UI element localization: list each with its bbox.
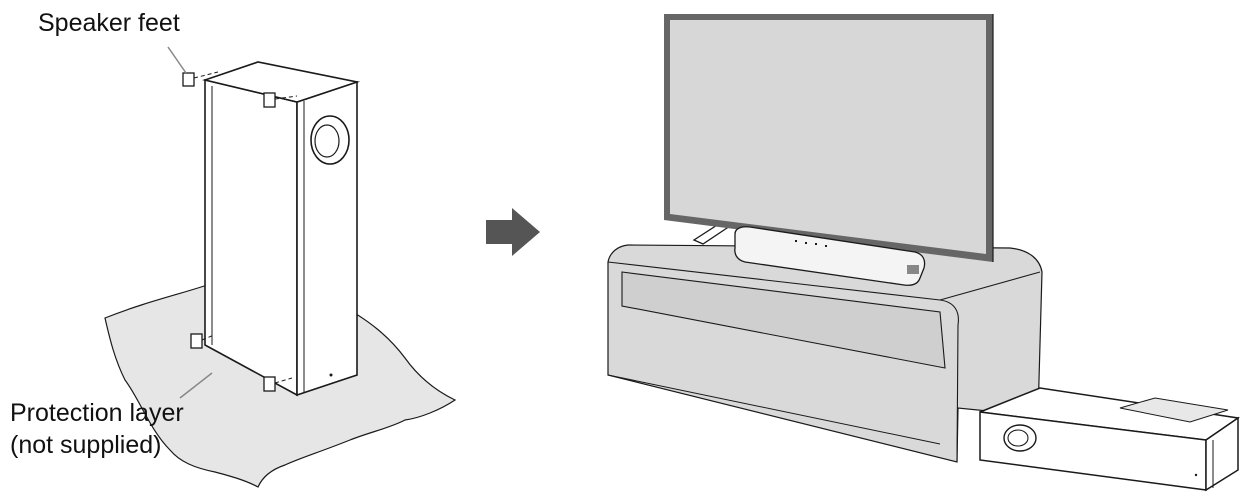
tv-screen: [670, 20, 986, 254]
speaker-feet: [182, 71, 298, 392]
soundbar: [734, 226, 926, 286]
not-supplied-label: (not supplied): [10, 431, 162, 459]
tv-furniture: [607, 244, 1043, 463]
subwoofer-front-face: [204, 78, 298, 397]
subwoofer: [202, 61, 361, 397]
speaker-foot: [263, 92, 276, 108]
protection-layer-label: Protection layer: [10, 399, 184, 427]
speaker-foot: [182, 72, 195, 87]
subwoofer-top-panel: [1119, 397, 1229, 423]
television: [664, 14, 994, 262]
speaker-foot: [263, 376, 276, 392]
speaker-feet-leader: [167, 46, 187, 74]
speaker-feet-label: Speaker feet: [38, 9, 180, 37]
speaker-foot: [190, 333, 203, 349]
right-arrow-icon: [486, 208, 540, 256]
protection-layer-leader: [179, 372, 213, 399]
furniture-opening: [621, 271, 946, 369]
subwoofer-horizontal: [979, 387, 1240, 492]
